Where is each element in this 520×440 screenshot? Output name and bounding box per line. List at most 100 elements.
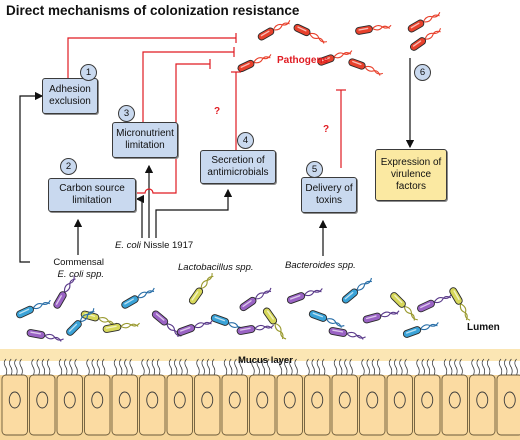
arrow-nissle-to-carbon [135, 194, 145, 238]
pathogen-bacteria [237, 12, 442, 76]
source-lactobacillus: Lactobacillus spp. [178, 262, 254, 273]
cell-nucleus [366, 391, 379, 409]
microvillus [58, 358, 63, 376]
source-ecoli-nissle-strain: Nissle 1917 [140, 240, 194, 251]
microvillus [316, 358, 321, 376]
commensal-bacterium [26, 329, 64, 342]
unknown-marker-secretion: ? [214, 106, 221, 117]
microvillus [91, 358, 95, 376]
badge-4: 4 [237, 132, 254, 149]
microvillus [31, 358, 35, 376]
microvillus [86, 358, 90, 376]
microvillus [124, 358, 128, 376]
commensal-bacterium [402, 322, 439, 338]
microvillus [289, 358, 293, 376]
microvillus [146, 358, 150, 376]
cell-nucleus [118, 391, 131, 409]
inhibit-micronutrient [142, 51, 234, 122]
microvillus [69, 358, 73, 376]
microvillus [151, 358, 156, 376]
microvillus [349, 358, 353, 376]
microvillus [361, 358, 365, 376]
cell-nucleus [283, 391, 296, 409]
microvillus [278, 358, 283, 376]
microvillus [234, 358, 238, 376]
cell-nucleus [201, 391, 214, 409]
mechanism-box-toxins: Delivery of toxins [301, 177, 357, 213]
microvillus [206, 358, 211, 376]
commensal-bacterium [236, 324, 274, 335]
microvillus [168, 358, 173, 376]
commensal-bacterium [53, 275, 76, 309]
microvillus [211, 358, 216, 376]
mechanism-box-carbon-source: Carbon source limitation [48, 178, 136, 212]
microvillus [306, 358, 310, 376]
commensal-bacterium [417, 293, 452, 313]
mechanism-box-adhesion: Adhesion exclusion [42, 78, 98, 114]
arrow-commensal-to-adhesion [19, 91, 44, 263]
cell-nucleus [91, 391, 104, 409]
commensal-bacterium [102, 322, 140, 333]
microvillus [113, 358, 118, 376]
cell-nucleus [476, 391, 489, 409]
microvillus [294, 358, 298, 376]
microvillus [333, 358, 338, 376]
cell-nucleus [448, 391, 461, 409]
cell-nucleus [63, 391, 76, 409]
commensal-bacterium [390, 292, 418, 321]
microvillus [509, 358, 513, 376]
badge-3: 3 [118, 105, 135, 122]
inhibit-carbon [136, 63, 210, 194]
microvillus [514, 358, 518, 376]
commensal-bacterium [449, 287, 471, 321]
microvillus [74, 358, 78, 376]
microvillus [388, 358, 393, 376]
commensal-bacterium [308, 310, 345, 328]
commensal-bacterium [176, 320, 213, 336]
microvillus [454, 358, 458, 376]
microvillus [229, 358, 233, 376]
microvillus [101, 358, 106, 376]
commensal-bacterium [188, 273, 214, 305]
microvillus [311, 358, 315, 376]
mechanism-box-micronutrient: Micronutrient limitation [112, 122, 178, 158]
microvillus [129, 358, 133, 376]
microvillus [481, 358, 486, 376]
microvillus [119, 358, 123, 376]
microvillus [404, 358, 408, 376]
microvillus [504, 358, 508, 376]
pathogen-bacterium [237, 54, 272, 73]
unknown-marker-toxins: ? [323, 124, 330, 135]
microvillus [64, 358, 68, 376]
badge-6: 6 [414, 64, 431, 81]
cell-nucleus [8, 391, 21, 409]
source-ecoli-nissle-genus: E. coli [115, 240, 141, 251]
cell-nucleus [503, 391, 516, 409]
mucus-layer-label: Mucus layer [238, 355, 293, 366]
microvillus [36, 358, 40, 376]
microvillus [416, 358, 420, 376]
cell-nucleus [146, 391, 159, 409]
lumen-label: Lumen [467, 322, 500, 333]
commensal-bacterium [362, 310, 400, 324]
microvillus [251, 358, 255, 376]
microvillus [498, 358, 503, 376]
cell-nucleus [36, 391, 49, 409]
diagram-title: Direct mechanisms of colonization resist… [6, 3, 300, 18]
microvillus [339, 358, 343, 376]
pathogen-bacterium [317, 50, 353, 66]
microvillus [141, 358, 145, 376]
cell-nucleus [173, 391, 186, 409]
microvillus [449, 358, 453, 376]
microvillus [321, 358, 326, 376]
pathogen-bacterium [355, 24, 392, 35]
microvillus [196, 358, 200, 376]
arrow-nissle-to-secretion [155, 188, 233, 238]
microvillus [443, 358, 448, 376]
pathogen-bacterium [293, 23, 328, 44]
microvillus [376, 358, 381, 376]
microvillus [174, 358, 178, 376]
microvillus [156, 358, 161, 376]
source-commensal-line1: Commensal [53, 257, 104, 268]
